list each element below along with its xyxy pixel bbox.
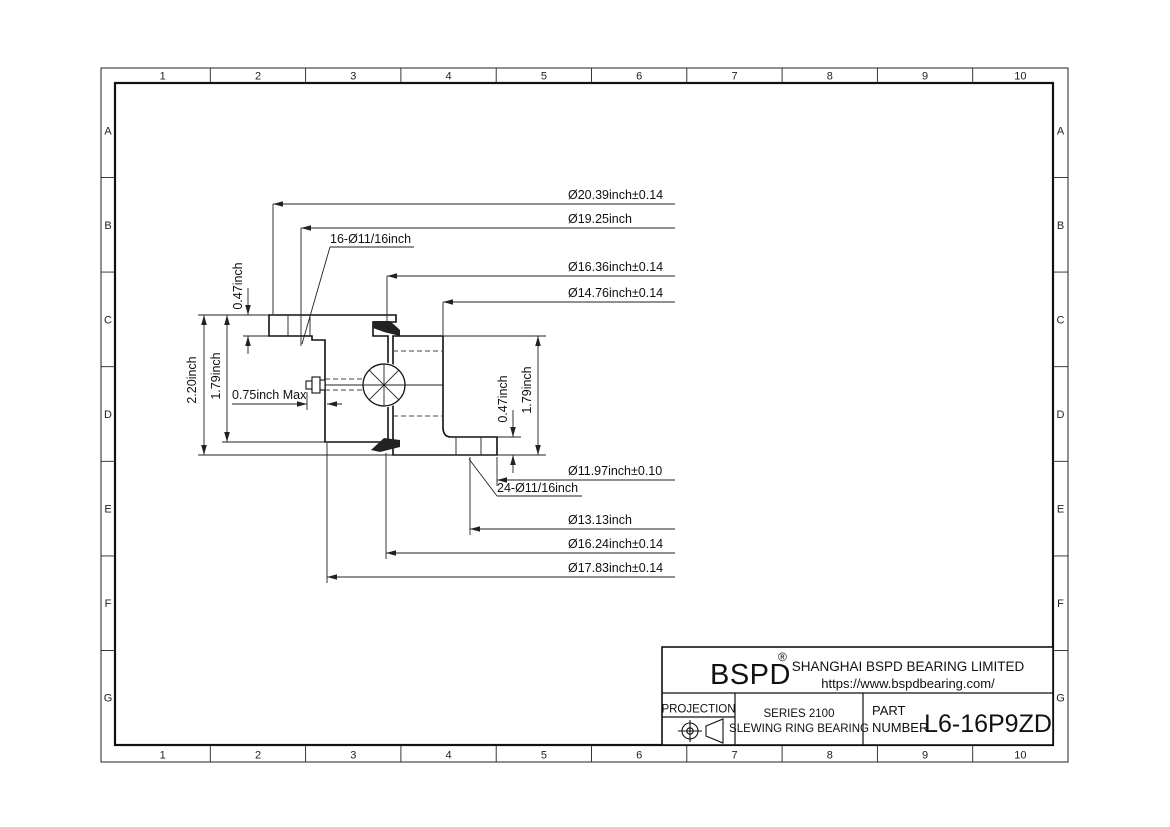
row-label-right: B [1057, 220, 1064, 232]
row-label-left: B [104, 220, 111, 232]
registered-mark: ® [778, 650, 787, 664]
dim-inner-ring-height: 1.79inch [209, 352, 223, 399]
row-label-left: E [104, 504, 111, 516]
inner-flange-bolt-hole [288, 316, 310, 335]
col-label-top: 9 [922, 71, 928, 83]
col-label-top: 3 [350, 71, 356, 83]
row-label-right: E [1057, 504, 1064, 516]
dim-inner-bolt-circle: Ø19.25inch [568, 212, 632, 226]
col-label-bottom: 8 [827, 750, 833, 762]
col-label-bottom: 5 [541, 750, 547, 762]
dim-overall-height: 2.20inch [185, 356, 199, 403]
part-number-value: L6-16P9ZD [924, 710, 1052, 738]
dim-seal-od: Ø16.36inch±0.14 [568, 260, 663, 274]
dim-flange-od: Ø20.39inch±0.14 [568, 188, 663, 202]
col-label-top: 2 [255, 71, 261, 83]
lower-seal [371, 438, 400, 452]
brand-logo: BSPD [710, 659, 791, 691]
dim-outer-flange-thickness: 0.47inch [496, 375, 510, 422]
col-label-bottom: 10 [1014, 750, 1026, 762]
row-label-left: C [104, 314, 112, 326]
series-line1: SERIES 2100 [764, 708, 835, 720]
row-label-left: G [104, 693, 113, 705]
col-label-top: 4 [446, 71, 452, 83]
company-name: SHANGHAI BSPD BEARING LIMITED [792, 659, 1025, 674]
dim-outer-bolt-circle: Ø13.13inch [568, 513, 632, 527]
dimension-lines: Ø20.39inch±0.14 Ø19.25inch 16-Ø11/16inch… [185, 188, 675, 583]
drawing-frame: 1 2 3 4 5 6 7 8 9 10 1 2 3 4 5 6 7 8 9 1… [100, 67, 1069, 763]
col-label-top: 6 [636, 71, 642, 83]
col-label-bottom: 6 [636, 750, 642, 762]
col-label-bottom: 9 [922, 750, 928, 762]
dim-outer-bolt-holes: 24-Ø11/16inch [497, 481, 578, 495]
row-label-left: A [104, 125, 112, 137]
projection-symbol-icon [678, 718, 724, 744]
row-label-right: D [1057, 409, 1065, 421]
col-label-bottom: 3 [350, 750, 356, 762]
grease-fitting [305, 376, 326, 394]
projection-label: PROJECTION [661, 704, 735, 716]
dimension-arrows [201, 201, 541, 580]
row-label-right: C [1057, 314, 1065, 326]
dim-bore-od: Ø17.83inch±0.14 [568, 561, 663, 575]
company-website: https://www.bspdbearing.com/ [821, 676, 995, 691]
outer-flange-bolt-hole [456, 438, 481, 454]
dim-inner-bolt-holes: 16-Ø11/16inch [330, 232, 411, 246]
dim-flange-thickness: 0.47inch [231, 262, 245, 309]
col-label-bottom: 4 [446, 750, 452, 762]
col-label-bottom: 7 [731, 750, 737, 762]
col-label-bottom: 2 [255, 750, 261, 762]
col-label-top: 5 [541, 71, 547, 83]
col-label-top: 1 [160, 71, 166, 83]
part-number-label2: NUMBER [872, 720, 928, 735]
dim-outer-ring-height: 1.79inch [520, 366, 534, 413]
row-label-right: A [1057, 125, 1065, 137]
upper-seal [373, 321, 400, 336]
series-line2: SLEWING RING BEARING [729, 723, 869, 735]
dim-grease-fitting: 0.75inch Max [232, 388, 307, 402]
col-label-bottom: 1 [160, 750, 166, 762]
col-label-top: 8 [827, 71, 833, 83]
outer-ring-section [392, 335, 498, 456]
dim-outer-flange-od: Ø11.97inch±0.10 [568, 464, 662, 478]
dim-outer-ring-od: Ø14.76inch±0.14 [568, 286, 663, 300]
row-label-right: G [1056, 693, 1065, 705]
col-label-top: 7 [731, 71, 737, 83]
row-label-right: F [1057, 598, 1064, 610]
part-number-label1: PART [872, 703, 906, 718]
title-block: BSPD ® SHANGHAI BSPD BEARING LIMITED htt… [661, 646, 1054, 746]
bearing-cross-section [268, 314, 498, 456]
row-label-left: D [104, 409, 112, 421]
dim-seal-id: Ø16.24inch±0.14 [568, 537, 663, 551]
col-label-top: 10 [1014, 71, 1026, 83]
row-label-left: F [105, 598, 112, 610]
